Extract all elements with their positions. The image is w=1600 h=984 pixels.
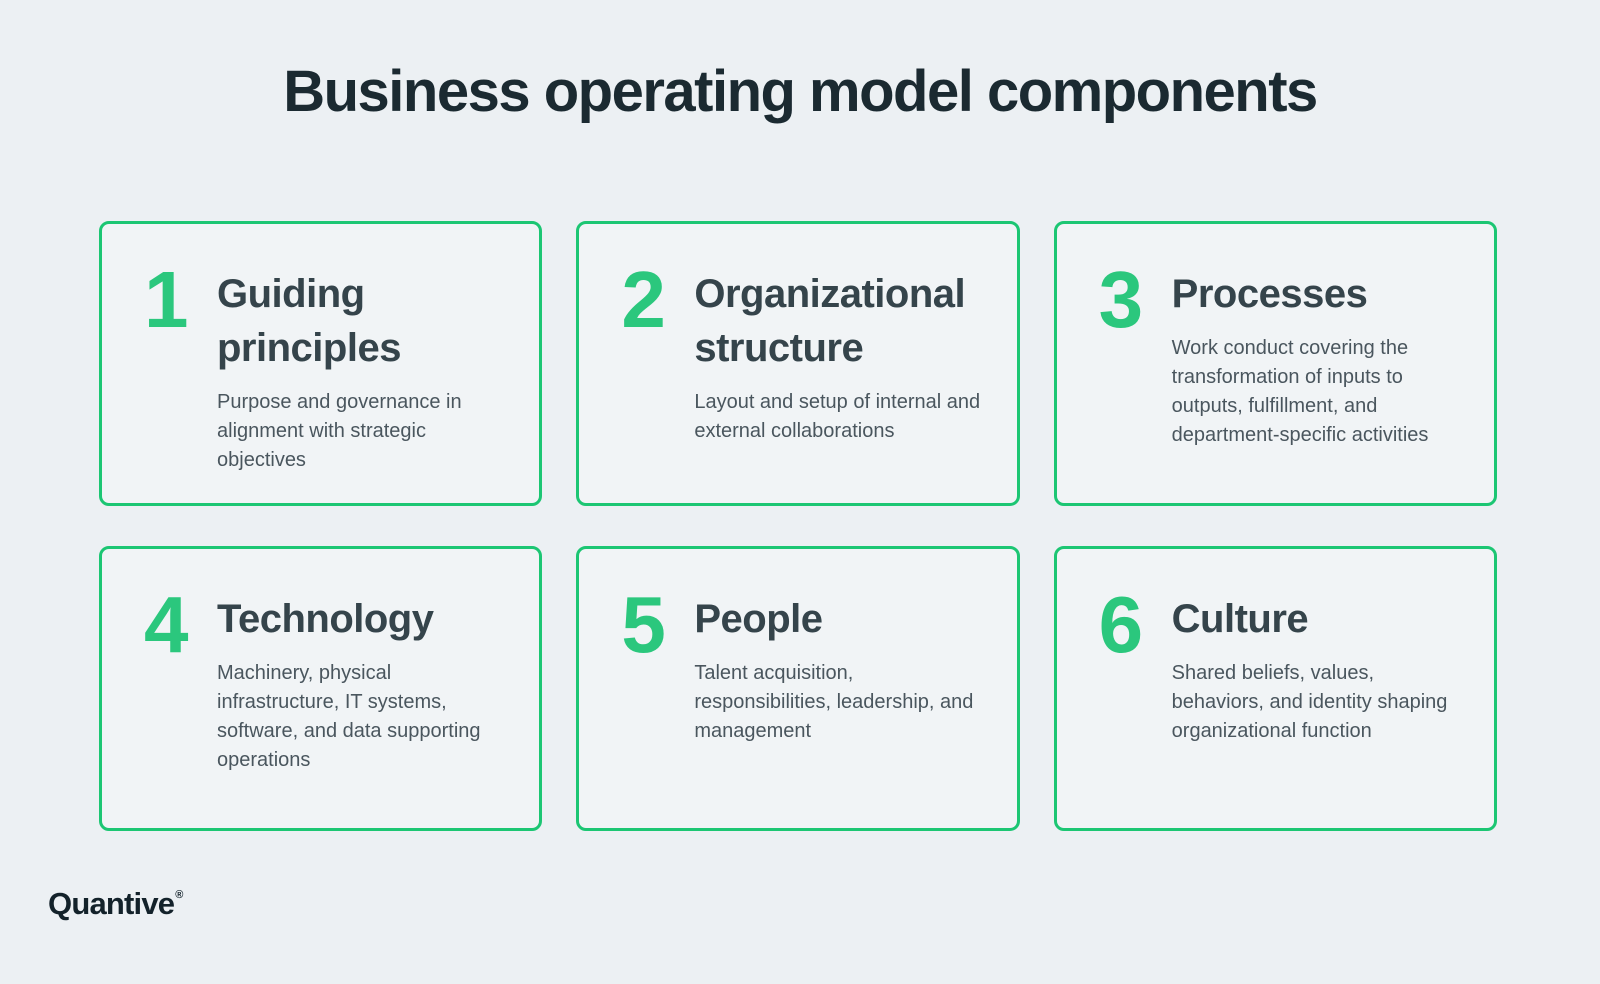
card-title: Culture <box>1171 597 1309 641</box>
card-content: Technology Machinery, physical infrastru… <box>217 589 519 775</box>
card-content: People Talent acquisition, responsibilit… <box>694 589 996 746</box>
card-content: Culture Shared beliefs, values, behavior… <box>1172 589 1474 746</box>
card-description: Talent acquisition, responsibilities, le… <box>694 662 974 742</box>
components-grid: 1 Guiding principles Purpose and governa… <box>99 221 1497 831</box>
card-description: Work conduct covering the transformation… <box>1171 337 1429 446</box>
card-description: Shared beliefs, values, behaviors, and i… <box>1171 662 1448 742</box>
card-number: 5 <box>621 580 666 669</box>
page-title: Business operating model components <box>283 59 1318 124</box>
quantive-wordmark: Quantive <box>48 886 175 921</box>
card-description: Purpose and governance in alignment with… <box>217 391 462 471</box>
card-number: 4 <box>144 580 189 669</box>
card-description: Layout and setup of internal and externa… <box>694 391 981 442</box>
card-description: Machinery, physical infrastructure, IT s… <box>217 662 481 771</box>
card-content: Organizational structure Layout and setu… <box>694 264 996 446</box>
card-title: Organizational structure <box>694 272 966 370</box>
card-content: Guiding principles Purpose and governanc… <box>217 264 519 475</box>
card-number: 1 <box>144 255 189 344</box>
card-organizational-structure: 2 Organizational structure Layout and se… <box>576 221 1020 506</box>
card-guiding-principles: 1 Guiding principles Purpose and governa… <box>99 221 543 506</box>
card-technology: 4 Technology Machinery, physical infrast… <box>99 546 543 831</box>
card-culture: 6 Culture Shared beliefs, values, behavi… <box>1053 546 1497 831</box>
card-number: 3 <box>1098 255 1144 344</box>
card-number: 2 <box>621 255 666 344</box>
card-processes: 3 Processes Work conduct covering the tr… <box>1053 221 1497 506</box>
card-title: Technology <box>217 597 434 641</box>
card-title: Processes <box>1171 272 1368 316</box>
quantive-logo: Quantive ® <box>48 886 183 922</box>
card-number: 6 <box>1098 580 1144 669</box>
registered-trademark-icon: ® <box>175 889 184 901</box>
card-people: 5 People Talent acquisition, responsibil… <box>576 546 1020 831</box>
card-content: Processes Work conduct covering the tran… <box>1172 264 1474 450</box>
card-title: People <box>694 597 823 641</box>
card-title: Guiding principles <box>217 272 401 370</box>
